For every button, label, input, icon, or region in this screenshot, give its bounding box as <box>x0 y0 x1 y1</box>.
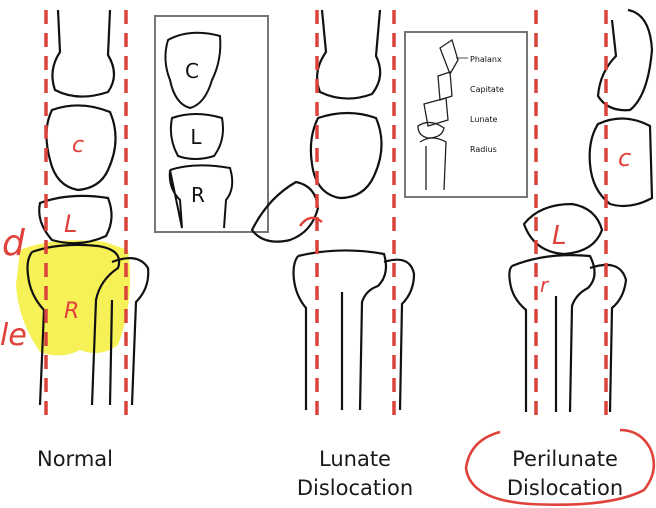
annotation-radius: R <box>64 299 79 324</box>
caption-lunate-line2: Dislocation <box>270 474 440 503</box>
caption-normal: Normal <box>20 445 130 474</box>
lunate-panel-radius <box>294 250 387 410</box>
perilunate-panel-ulna <box>556 265 626 412</box>
caption-perilunate-dislocation: Perilunate Dislocation <box>480 445 650 503</box>
highlight-radius <box>16 240 130 355</box>
caption-normal-text: Normal <box>37 447 113 471</box>
annotation-lunate: L <box>64 210 77 238</box>
perilunate-annotation-capitate: c <box>618 144 631 172</box>
perilunate-panel-radius <box>509 255 594 412</box>
margin-scribble-2: le <box>0 318 27 353</box>
panel-normal: c L R d le <box>0 10 148 420</box>
inset-bones: C L R <box>155 16 268 232</box>
inset-label-c: C <box>185 59 199 83</box>
inset-label-radius: Radius <box>470 145 497 154</box>
metacarpal-bone <box>52 10 114 97</box>
panel-lunate <box>252 10 414 420</box>
inset-label-phalanx: Phalanx <box>470 55 502 64</box>
lunate-panel-ulna <box>342 260 414 410</box>
lunate-panel-capitate <box>311 113 382 198</box>
inset-label-l: L <box>190 125 202 149</box>
inset-lateral: Phalanx Capitate Lunate Radius <box>405 32 527 197</box>
inset-lateral-frame <box>405 32 527 197</box>
perilunate-annotation-radius: r <box>540 273 550 297</box>
inset-label-lunate: Lunate <box>470 115 497 124</box>
margin-scribble-1: d <box>2 223 26 264</box>
caption-lunate-dislocation: Lunate Dislocation <box>270 445 440 503</box>
caption-perilunate-line1: Perilunate <box>480 445 650 474</box>
caption-lunate-line1: Lunate <box>270 445 440 474</box>
caption-perilunate-line2: Dislocation <box>480 474 650 503</box>
annotation-capitate: c <box>72 133 84 158</box>
inset-label-r: R <box>191 183 205 207</box>
perilunate-annotation-lunate: L <box>552 221 567 251</box>
lunate-panel-metacarpal <box>317 10 380 99</box>
inset-label-capitate: Capitate <box>470 85 504 94</box>
